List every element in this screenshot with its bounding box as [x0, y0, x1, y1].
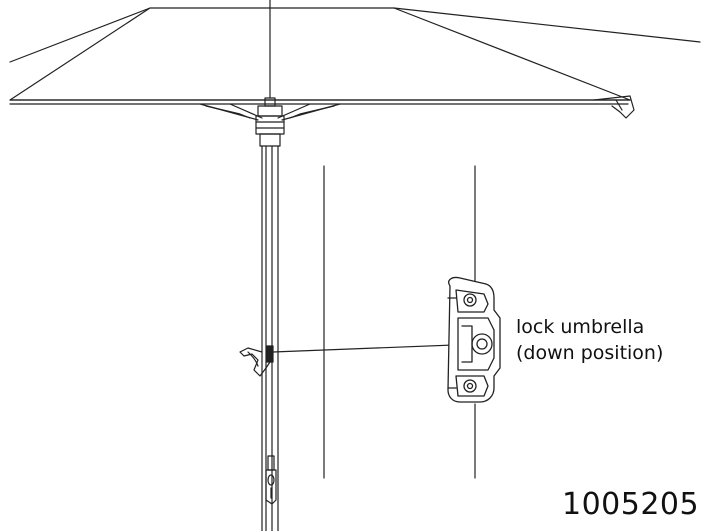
part-number: 1005205	[562, 487, 700, 522]
detail-guides	[323, 165, 476, 479]
lock-bracket-detail	[447, 276, 501, 403]
lock-callout-label: lock umbrella (down position)	[516, 314, 663, 366]
callout-leader-line	[272, 343, 481, 353]
umbrella-pole	[261, 145, 279, 531]
umbrella-canopy	[9, 7, 701, 121]
callout-line-2: (down position)	[516, 342, 664, 364]
lower-latch	[265, 455, 277, 505]
callout-line-1: lock umbrella	[516, 316, 645, 338]
lock-lever	[239, 345, 274, 377]
pole-top	[255, 0, 285, 147]
